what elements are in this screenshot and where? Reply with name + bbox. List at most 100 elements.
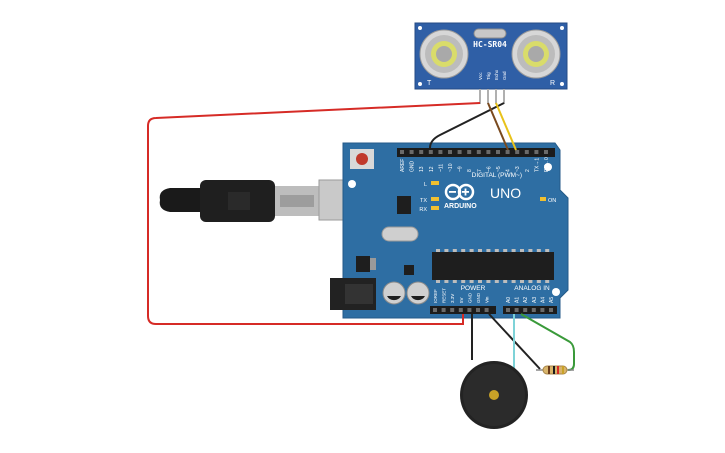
transmitter xyxy=(419,29,469,79)
led-l xyxy=(431,181,439,185)
mcu-pin xyxy=(444,280,449,283)
analog-pin-socket[interactable] xyxy=(506,308,510,312)
sensor-pin[interactable] xyxy=(503,89,505,104)
analog-pin-label: A1 xyxy=(515,297,521,303)
digital-pin-socket[interactable] xyxy=(438,150,443,154)
led-tx xyxy=(431,197,439,201)
analog-pin-socket[interactable] xyxy=(531,308,536,312)
power-pin-socket[interactable] xyxy=(441,308,446,312)
analog-pin-label: A5 xyxy=(549,297,555,303)
power-pin-socket[interactable] xyxy=(467,308,472,312)
digital-pin-socket[interactable] xyxy=(428,150,433,154)
mcu-pin xyxy=(520,280,524,283)
digital-pin-socket[interactable] xyxy=(467,150,472,154)
digital-pin-socket[interactable] xyxy=(457,150,462,154)
mcu-pin xyxy=(486,249,491,252)
mcu-pin xyxy=(494,249,499,252)
power-pin-socket[interactable] xyxy=(433,308,437,312)
digital-pin-label: GND xyxy=(410,161,416,173)
digital-pin-label: ~11 xyxy=(438,164,444,172)
digital-pin-label: 7 xyxy=(477,169,483,172)
mcu-pin xyxy=(511,249,516,252)
sensor-pin-label: Vcc xyxy=(478,72,483,80)
mcu-pin xyxy=(478,249,482,252)
transmitter-mark: T xyxy=(427,80,432,87)
piezo-buzzer xyxy=(460,361,528,429)
brand-label: ARDUINO xyxy=(444,203,477,210)
digital-pin-label: 13 xyxy=(419,166,425,172)
mcu-pin xyxy=(436,280,440,283)
analog-pin-label: A2 xyxy=(523,297,529,303)
digital-pin-socket[interactable] xyxy=(476,150,481,154)
led-rx xyxy=(431,206,439,210)
led-tx-label: TX xyxy=(420,198,427,204)
digital-pin-label: TX→1 xyxy=(534,158,540,172)
digital-pin-socket[interactable] xyxy=(486,150,491,154)
sensor-pin[interactable] xyxy=(495,89,497,104)
digital-header xyxy=(397,148,555,157)
digital-pin-label: 4 xyxy=(506,169,512,172)
mcu-pin xyxy=(511,280,516,283)
analog-pin-socket[interactable] xyxy=(540,308,545,312)
mcu-pin xyxy=(452,249,457,252)
power-pin-socket[interactable] xyxy=(476,308,480,312)
mount-hole xyxy=(348,180,356,188)
sensor-model-label: HC-SR04 xyxy=(473,40,507,49)
digital-pin-socket[interactable] xyxy=(534,150,539,154)
mcu-pin xyxy=(452,280,457,283)
mcu-pin xyxy=(545,280,550,283)
analog-pin-label: A0 xyxy=(506,297,512,303)
mcu-pin xyxy=(503,280,508,283)
power-pin-label: 5V xyxy=(459,297,464,303)
power-pin-label: GND xyxy=(476,292,481,303)
mcu-pin xyxy=(545,249,550,252)
digital-pin-label: AREF xyxy=(400,159,406,172)
analog-pin-label: A4 xyxy=(540,297,546,303)
receiver-mark: R xyxy=(550,80,555,87)
on-label: ON xyxy=(548,198,556,204)
digital-pin-label: ~9 xyxy=(458,166,464,172)
digital-pin-socket[interactable] xyxy=(448,150,452,154)
digital-pin-label: ~3 xyxy=(515,166,521,172)
power-pin-label: Vin xyxy=(485,296,490,303)
arduino-logo xyxy=(444,183,475,201)
analog-pin-socket[interactable] xyxy=(549,308,553,312)
digital-pin-label: 12 xyxy=(429,166,435,172)
digital-pin-socket[interactable] xyxy=(400,150,404,154)
digital-pin-label: ~10 xyxy=(448,163,454,172)
mcu-pin xyxy=(469,249,474,252)
mcu-pin xyxy=(469,280,474,283)
mcu-pin xyxy=(461,249,466,252)
led-l-label: L xyxy=(424,182,427,188)
mcu-pin xyxy=(528,249,533,252)
digital-header-label: DIGITAL (PWM~) xyxy=(472,172,522,179)
capacitor xyxy=(382,281,406,305)
digital-pin-label: ~6 xyxy=(486,166,492,172)
digital-pin-socket[interactable] xyxy=(419,150,424,154)
power-pin-socket[interactable] xyxy=(450,308,455,312)
digital-pin-socket[interactable] xyxy=(544,150,548,154)
digital-pin-socket[interactable] xyxy=(505,150,510,154)
digital-pin-socket[interactable] xyxy=(409,150,414,154)
sensor-pin[interactable] xyxy=(479,89,481,104)
digital-pin-label: RX←0 xyxy=(544,157,550,172)
digital-pin-socket[interactable] xyxy=(524,150,529,154)
mcu-pin xyxy=(528,280,533,283)
power-pin-socket[interactable] xyxy=(484,308,489,312)
power-pin-socket[interactable] xyxy=(458,308,463,312)
led-rx-label: RX xyxy=(419,207,427,213)
digital-pin-label: 2 xyxy=(525,169,531,172)
analog-pin-socket[interactable] xyxy=(523,308,528,312)
mcu-pin xyxy=(520,249,524,252)
digital-pin-socket[interactable] xyxy=(515,150,520,154)
analog-header xyxy=(503,306,557,314)
wire-trig-brown xyxy=(487,102,509,151)
sensor-pin[interactable] xyxy=(487,89,489,104)
mcu-pin xyxy=(536,280,541,283)
analog-pin-socket[interactable] xyxy=(514,308,519,312)
mcu-pin xyxy=(486,280,491,283)
digital-pin-label: ~5 xyxy=(496,166,502,172)
digital-pin-socket[interactable] xyxy=(496,150,500,154)
